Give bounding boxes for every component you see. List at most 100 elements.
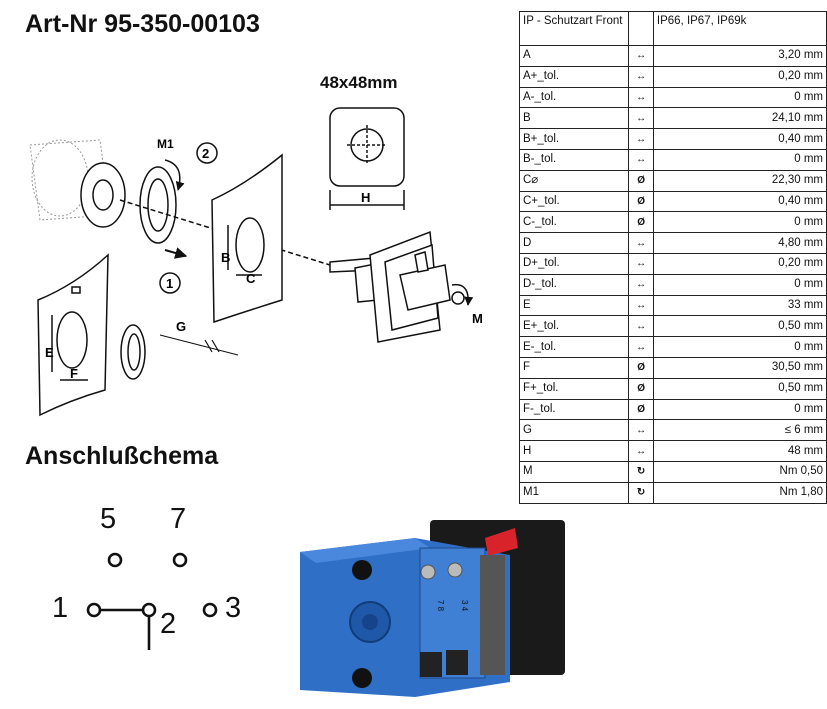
spec-name: E-_tol.: [518, 336, 630, 358]
spec-header-row: IP - Schutzart Front IP66, IP67, IP69k: [518, 11, 827, 46]
front-square: [329, 107, 405, 210]
photo-terminal-label-a: 3 4: [460, 600, 469, 612]
spec-value: 48 mm: [652, 440, 827, 462]
spec-row: A+_tol.↔0,20 mm: [518, 65, 827, 88]
spec-name: B-_tol.: [518, 148, 630, 171]
label-f: F: [70, 366, 78, 381]
spec-symbol: ↔: [628, 86, 654, 109]
label-c: C: [246, 271, 256, 286]
spec-row: A↔3,20 mm: [518, 45, 827, 67]
panel-cutout: [211, 153, 283, 324]
spec-symbol: Ø: [628, 377, 654, 400]
spec-value: 30,50 mm: [652, 356, 827, 379]
step1-label: 1: [166, 276, 173, 291]
terminal-5: 5: [100, 503, 117, 535]
spec-row: E-_tol.↔0 mm: [518, 336, 827, 358]
terminal-3: 3: [225, 592, 242, 624]
spec-value: 33 mm: [652, 294, 827, 317]
spec-name: C⌀: [518, 169, 630, 192]
spec-symbol: Ø: [628, 190, 654, 213]
spec-header-value: IP66, IP67, IP69k: [652, 11, 827, 46]
panel-e-f: [37, 253, 109, 417]
label-h: H: [361, 190, 370, 205]
step2-label: 2: [202, 146, 209, 161]
spec-name: F-_tol.: [518, 398, 630, 421]
spec-value: Nm 1,80: [652, 481, 827, 504]
spec-header-sym: [628, 11, 654, 46]
spec-row: E↔33 mm: [518, 294, 827, 317]
spec-name: C+_tol.: [518, 190, 630, 213]
spec-name: E+_tol.: [518, 315, 630, 338]
spec-value: 0 mm: [652, 86, 827, 109]
spec-value: 0 mm: [652, 336, 827, 358]
spec-value: 22,30 mm: [652, 169, 827, 192]
knob-ring: [80, 162, 331, 266]
spec-value: 0 mm: [652, 398, 827, 421]
photo-terminal-label-b: 7 8: [436, 600, 445, 612]
spec-symbol: ↔: [628, 45, 654, 67]
spec-value: 0,50 mm: [652, 377, 827, 400]
schema-title: Anschlußchema: [25, 442, 219, 470]
spec-value: 0 mm: [652, 148, 827, 171]
spec-header-name: IP - Schutzart Front: [518, 11, 630, 46]
switch-body: [329, 230, 465, 343]
dimension-label: 48x48mm: [320, 73, 398, 92]
spec-value: 3,20 mm: [652, 45, 827, 67]
spec-row: B+_tol.↔0,40 mm: [518, 128, 827, 150]
spec-value: 4,80 mm: [652, 232, 827, 254]
spec-symbol: ↻: [628, 481, 654, 504]
spec-row: A-_tol.↔0 mm: [518, 86, 827, 109]
spec-symbol: ↔: [628, 107, 654, 130]
product-photo: 3 4 7 8: [300, 520, 565, 697]
spec-value: Nm 0,50: [652, 460, 827, 483]
spec-name: D: [518, 232, 630, 254]
spec-name: M1: [518, 481, 630, 504]
spec-name: C-_tol.: [518, 211, 630, 234]
spec-value: 0,20 mm: [652, 65, 827, 88]
spec-name: B: [518, 107, 630, 130]
spec-row: D+_tol.↔0,20 mm: [518, 252, 827, 275]
spec-value: 0,20 mm: [652, 252, 827, 275]
spec-name: A: [518, 45, 630, 67]
spec-symbol: ↔: [628, 419, 654, 442]
terminal-1: 1: [52, 592, 69, 624]
spec-symbol: ↔: [628, 294, 654, 317]
spec-value: 0,40 mm: [652, 190, 827, 213]
spec-name: D-_tol.: [518, 273, 630, 296]
spec-symbol: ↔: [628, 232, 654, 254]
spec-symbol: ↔: [628, 315, 654, 338]
spec-table: IP - Schutzart Front IP66, IP67, IP69k A…: [518, 11, 827, 504]
spec-row: H↔48 mm: [518, 440, 827, 462]
spec-name: E: [518, 294, 630, 317]
terminal-7: 7: [170, 503, 187, 535]
spec-name: A-_tol.: [518, 86, 630, 109]
spec-name: F+_tol.: [518, 377, 630, 400]
spec-value: 24,10 mm: [652, 107, 827, 130]
spec-name: G: [518, 419, 630, 442]
spec-row: B↔24,10 mm: [518, 107, 827, 130]
spec-symbol: ↔: [628, 440, 654, 462]
label-b: B: [221, 250, 230, 265]
label-m: M: [472, 311, 483, 326]
spec-symbol: Ø: [628, 356, 654, 379]
spec-row: M1↻Nm 1,80: [518, 481, 827, 504]
terminal-2: 2: [160, 608, 177, 640]
spec-symbol: ↔: [628, 128, 654, 150]
article-number: Art-Nr 95-350-00103: [25, 10, 260, 38]
spec-row: E+_tol.↔0,50 mm: [518, 315, 827, 338]
label-g: G: [176, 319, 186, 334]
m1-label: M1: [157, 137, 174, 151]
label-e: E: [45, 345, 54, 360]
spec-symbol: Ø: [628, 169, 654, 192]
spec-row: D↔4,80 mm: [518, 232, 827, 254]
spec-value: 0 mm: [652, 211, 827, 234]
spec-name: B+_tol.: [518, 128, 630, 150]
spec-value: 0 mm: [652, 273, 827, 296]
spec-row: M↻Nm 0,50: [518, 460, 827, 483]
